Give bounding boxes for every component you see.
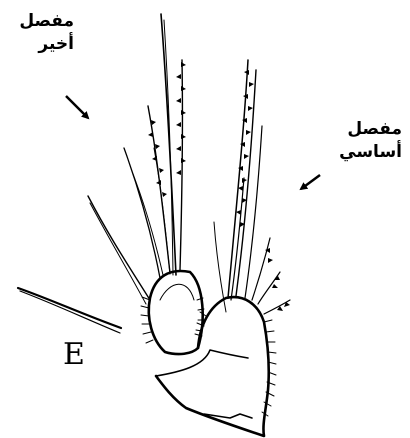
terminal-segment-outline xyxy=(149,271,203,354)
terminal-arrow xyxy=(66,96,88,118)
terminal-seta-3 xyxy=(148,106,170,273)
long-seta-1 xyxy=(18,288,121,328)
terminal-seta-1 xyxy=(161,14,176,275)
terminal-seta-4 xyxy=(154,148,170,274)
basal-seta-3 xyxy=(245,126,262,298)
seta-barbs-terminal xyxy=(176,62,186,175)
long-seta-4 xyxy=(90,203,146,304)
long-seta-2 xyxy=(20,291,120,333)
seta-barbs-left xyxy=(148,120,167,197)
long-seta-3 xyxy=(88,196,150,300)
terminal-seta-5 xyxy=(180,60,182,270)
long-seta-5 xyxy=(124,148,160,278)
terminal-segment-inner xyxy=(160,284,194,300)
basal-arrow xyxy=(301,175,320,189)
seta-barbs-lower xyxy=(236,186,290,311)
